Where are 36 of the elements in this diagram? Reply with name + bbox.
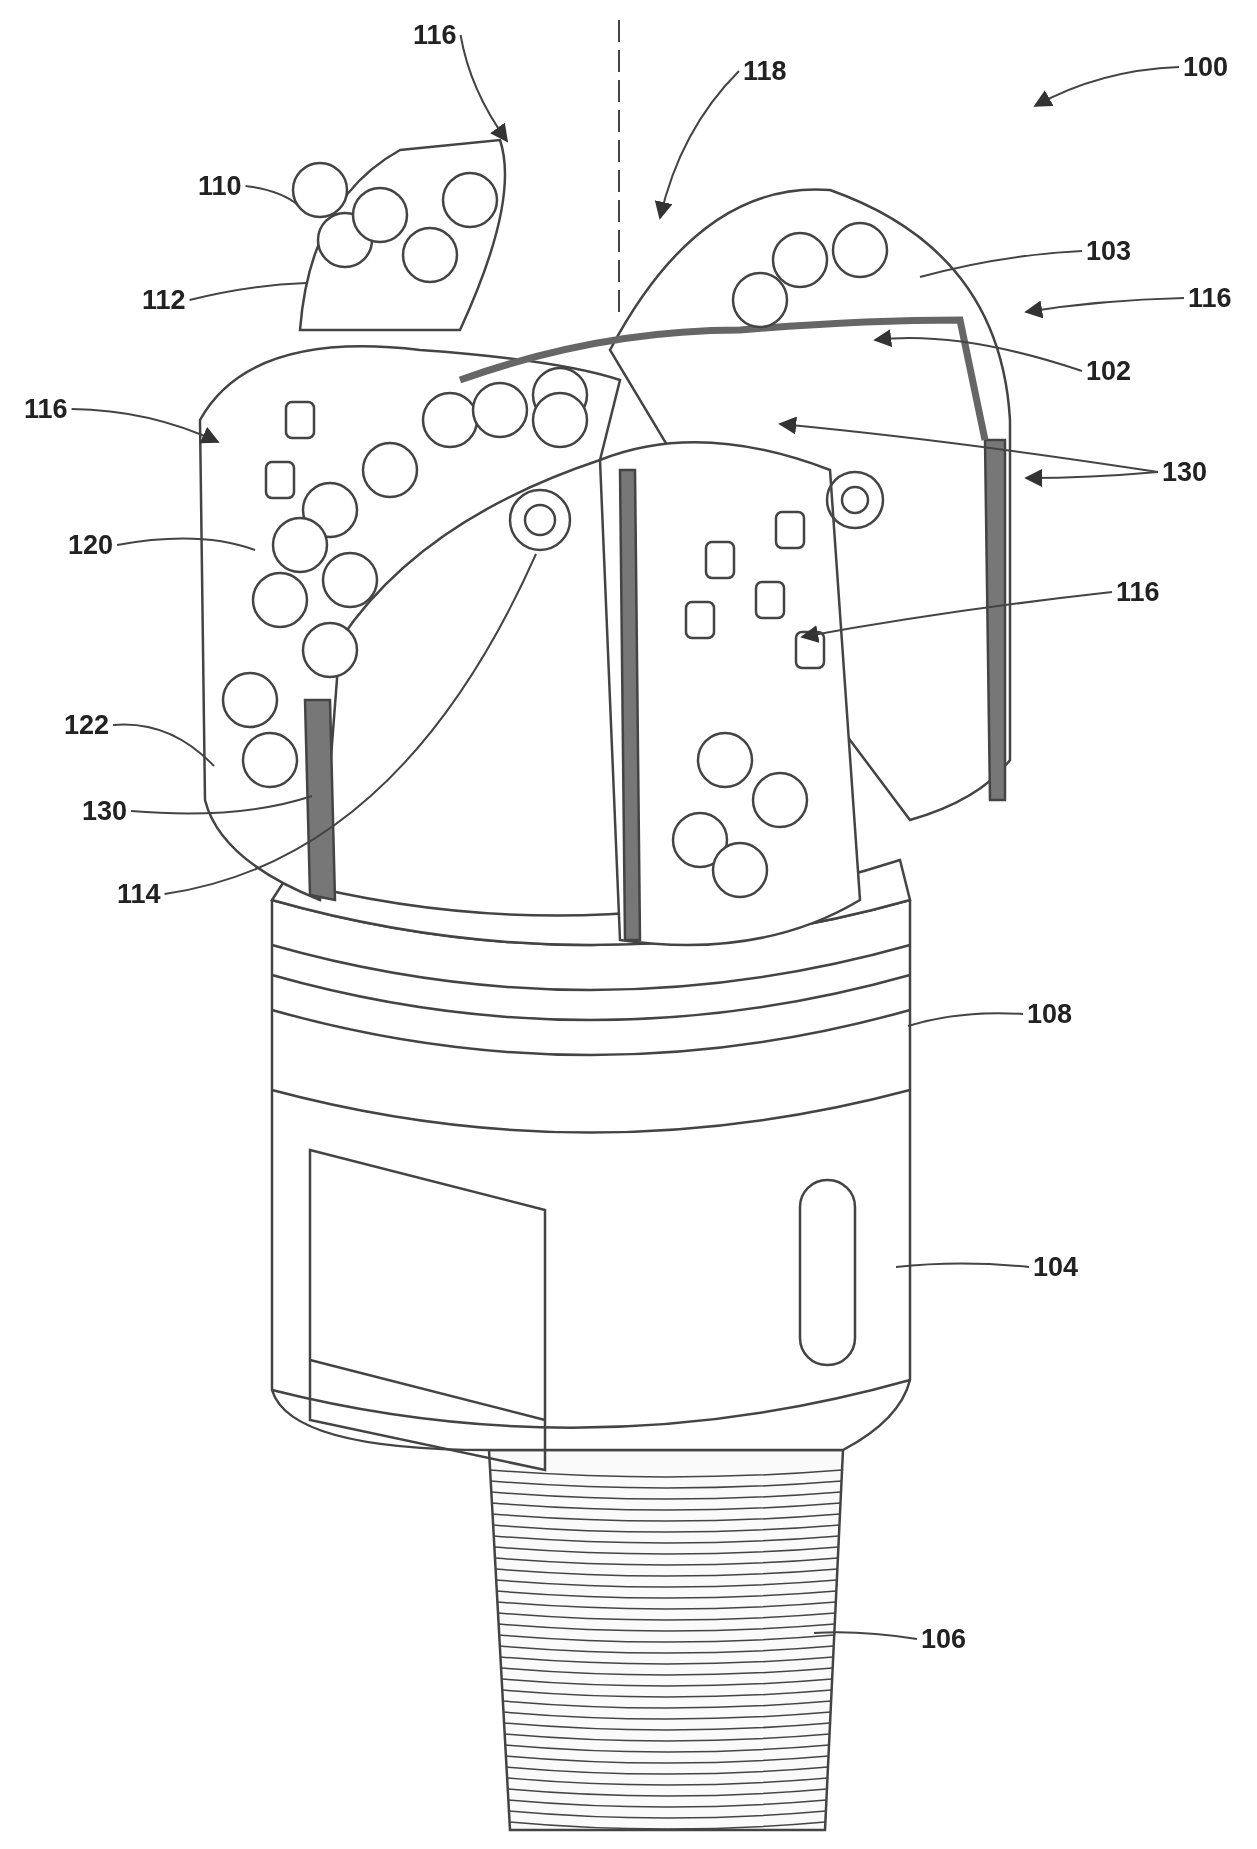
callout-number: 116 xyxy=(1116,577,1160,607)
leader-line xyxy=(188,282,307,301)
callout-number: 118 xyxy=(743,56,787,86)
callout-number: 104 xyxy=(1033,1252,1079,1282)
callout-number: 100 xyxy=(1183,52,1229,82)
callout-number: 120 xyxy=(68,530,114,560)
leader-line xyxy=(1024,468,1159,487)
leader-line xyxy=(112,723,215,767)
callout-number: 108 xyxy=(1027,999,1073,1029)
callout-number: 116 xyxy=(24,394,68,424)
callout-number: 114 xyxy=(117,879,161,909)
callout-number: 112 xyxy=(142,285,186,315)
callout-number: 122 xyxy=(64,710,110,740)
leader-line xyxy=(873,329,1083,372)
callout-number: 130 xyxy=(82,796,128,826)
callout-number: 116 xyxy=(1188,283,1232,313)
callout-number: 110 xyxy=(198,171,242,201)
leader-line xyxy=(1024,297,1185,319)
leader-line xyxy=(163,553,537,895)
leader-line xyxy=(244,185,299,206)
callout-number: 103 xyxy=(1086,236,1132,266)
leader-line xyxy=(919,250,1083,278)
callout-number: 106 xyxy=(921,1624,967,1654)
leader-line xyxy=(1033,66,1180,107)
leader-line xyxy=(116,537,256,551)
leader-line xyxy=(813,1631,918,1640)
leader-line xyxy=(130,795,313,815)
leader-line xyxy=(70,408,220,444)
leader-line xyxy=(459,34,509,143)
leader-line xyxy=(800,591,1113,643)
leader-line xyxy=(907,1012,1024,1027)
callout-number: 116 xyxy=(413,20,457,50)
leader-line xyxy=(655,70,740,220)
callout-number: 130 xyxy=(1162,457,1208,487)
leader-line xyxy=(895,1262,1030,1268)
callout-number: 102 xyxy=(1086,356,1132,386)
